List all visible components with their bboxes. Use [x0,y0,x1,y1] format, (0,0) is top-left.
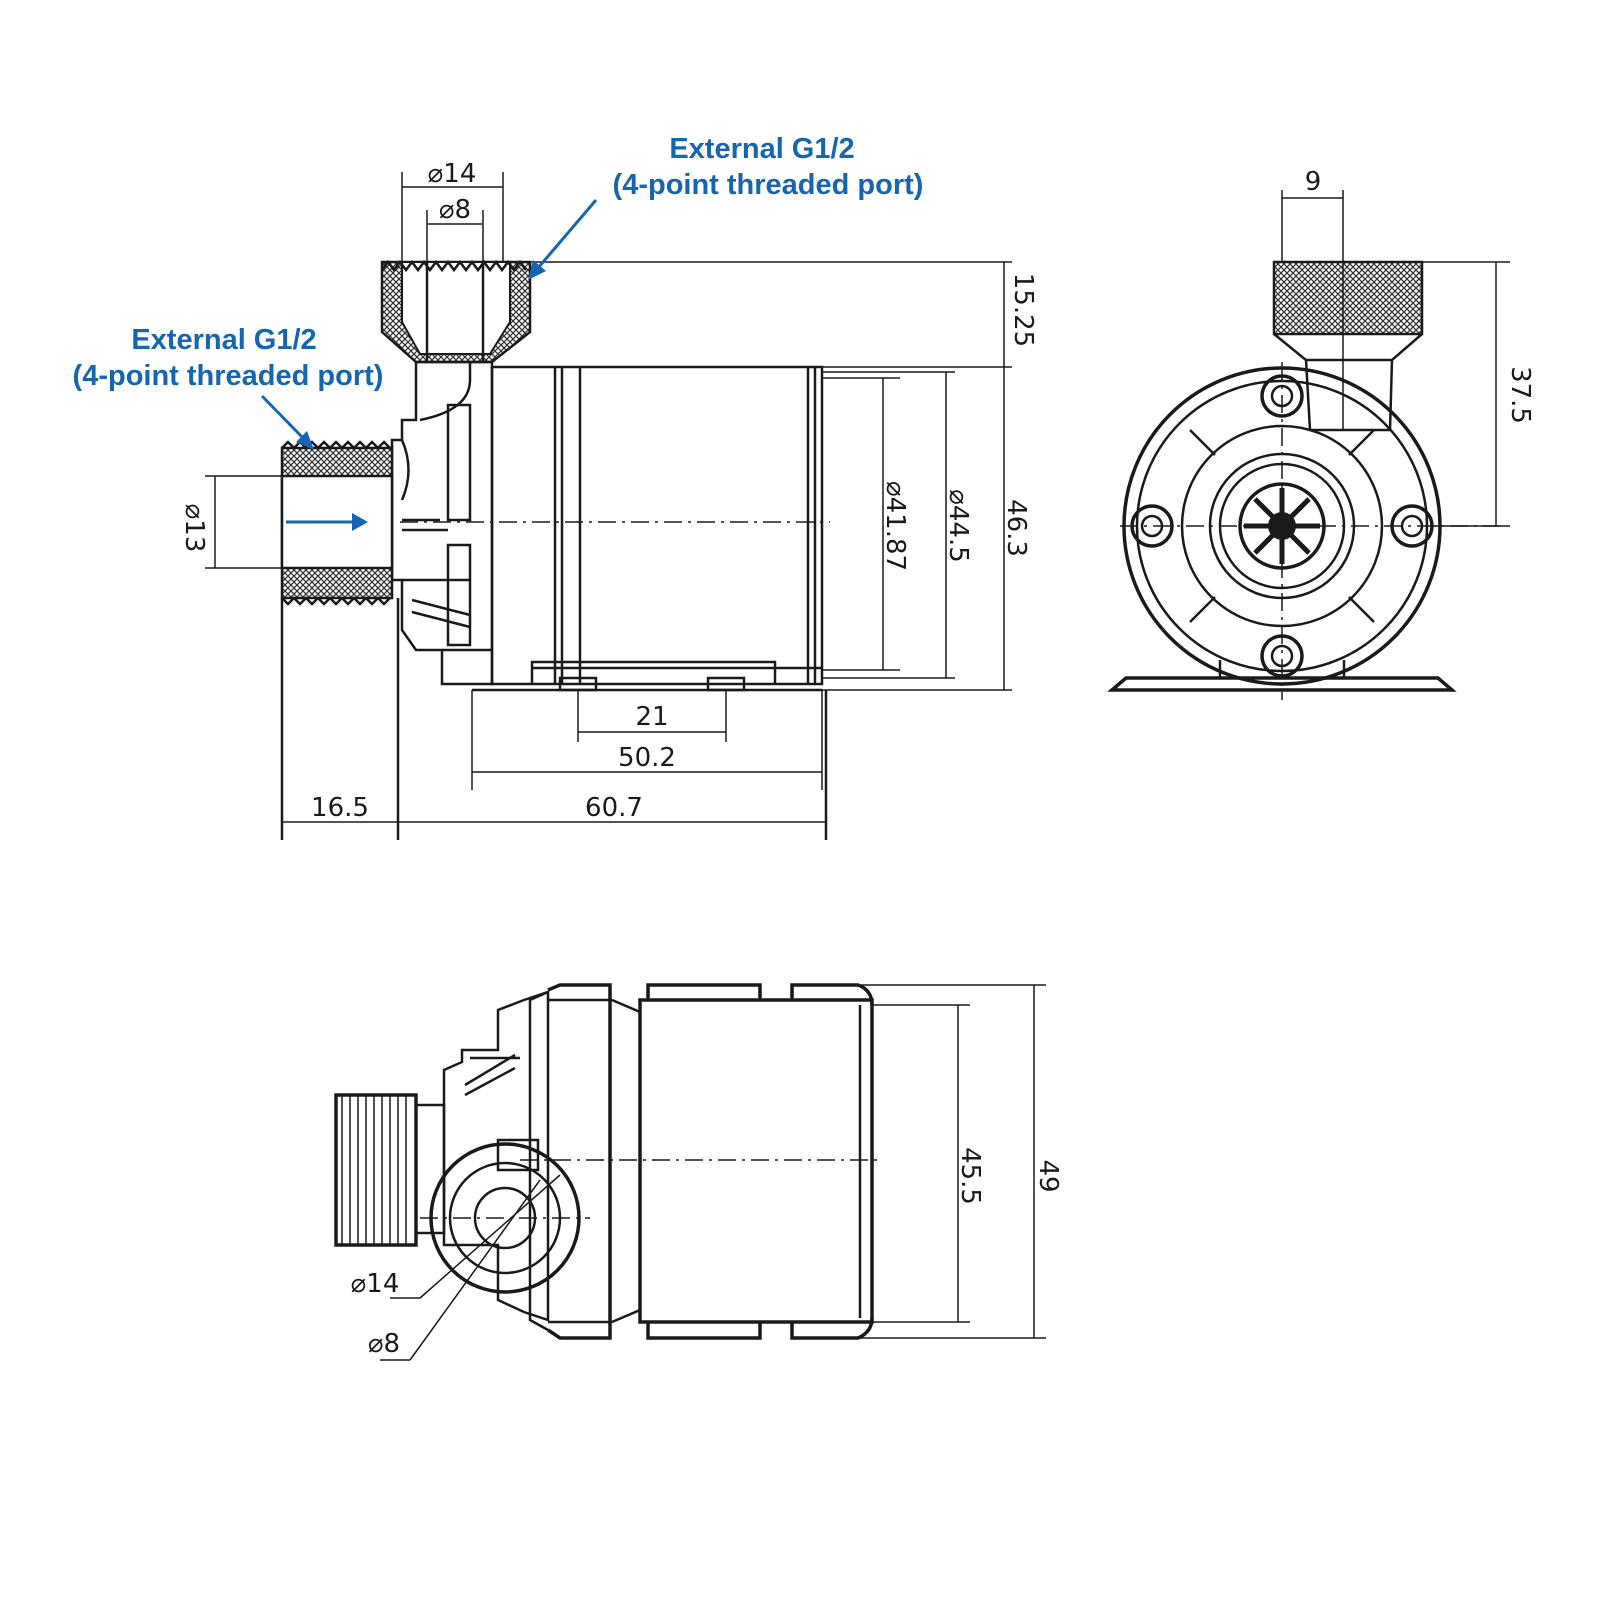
inlet-length-label: 16.5 [311,793,369,823]
top-threaded-port [334,1093,446,1247]
top-port-leader [536,199,598,269]
side-port-leader [260,394,307,442]
inlet-port [280,440,394,606]
front-view: 9 37.5 [1107,167,1535,700]
side-port-annotation-line1: External G1/2 [131,324,316,356]
foot-spacing-label: 21 [635,702,668,732]
outlet-height-label: 15.25 [1008,273,1038,347]
side-port-leader-arrowhead [296,431,314,450]
front-outlet-height-label: 37.5 [1505,366,1535,424]
body-length-label: 50.2 [618,743,676,773]
top-motor-body [638,998,874,1324]
front-base [1107,676,1457,692]
pump-head [390,360,494,686]
flow-arrowhead [352,513,368,531]
top-port-annotation-line1: External G1/2 [669,133,854,165]
side-view: ⌀14 ⌀8 15.25 46.3 ⌀41.87 ⌀44.5 ⌀13 21 50… [73,133,1038,840]
top-port-leader-arrowhead [528,260,546,280]
side-port-annotation-line2: (4-point threaded port) [73,360,384,392]
top-head [442,990,550,1322]
top-body-width-label: 45.5 [955,1147,985,1205]
top-port-inner-dia-label: ⌀8 [368,1329,400,1359]
top-total-width-label: 49 [1033,1159,1063,1192]
front-outlet [1272,260,1424,432]
inlet-dia-label: ⌀13 [179,504,209,553]
side-view-dimensions [205,172,1012,840]
body-outer-dia-label: ⌀44.5 [943,489,973,563]
overall-length-label: 60.7 [585,793,643,823]
body-inner-dia-label: ⌀41.87 [880,481,910,571]
outlet-inner-dia-label: ⌀8 [439,195,471,225]
top-view: ⌀14 ⌀8 45.5 49 [334,983,1063,1361]
top-port-outer-dia-label: ⌀14 [351,1269,400,1299]
total-height-label: 46.3 [1001,499,1031,557]
outlet-nozzle [380,259,532,364]
front-outlet-offset-label: 9 [1305,167,1322,197]
outlet-outer-dia-label: ⌀14 [428,159,477,189]
motor-body [472,365,824,692]
top-port-annotation-line2: (4-point threaded port) [613,169,924,201]
